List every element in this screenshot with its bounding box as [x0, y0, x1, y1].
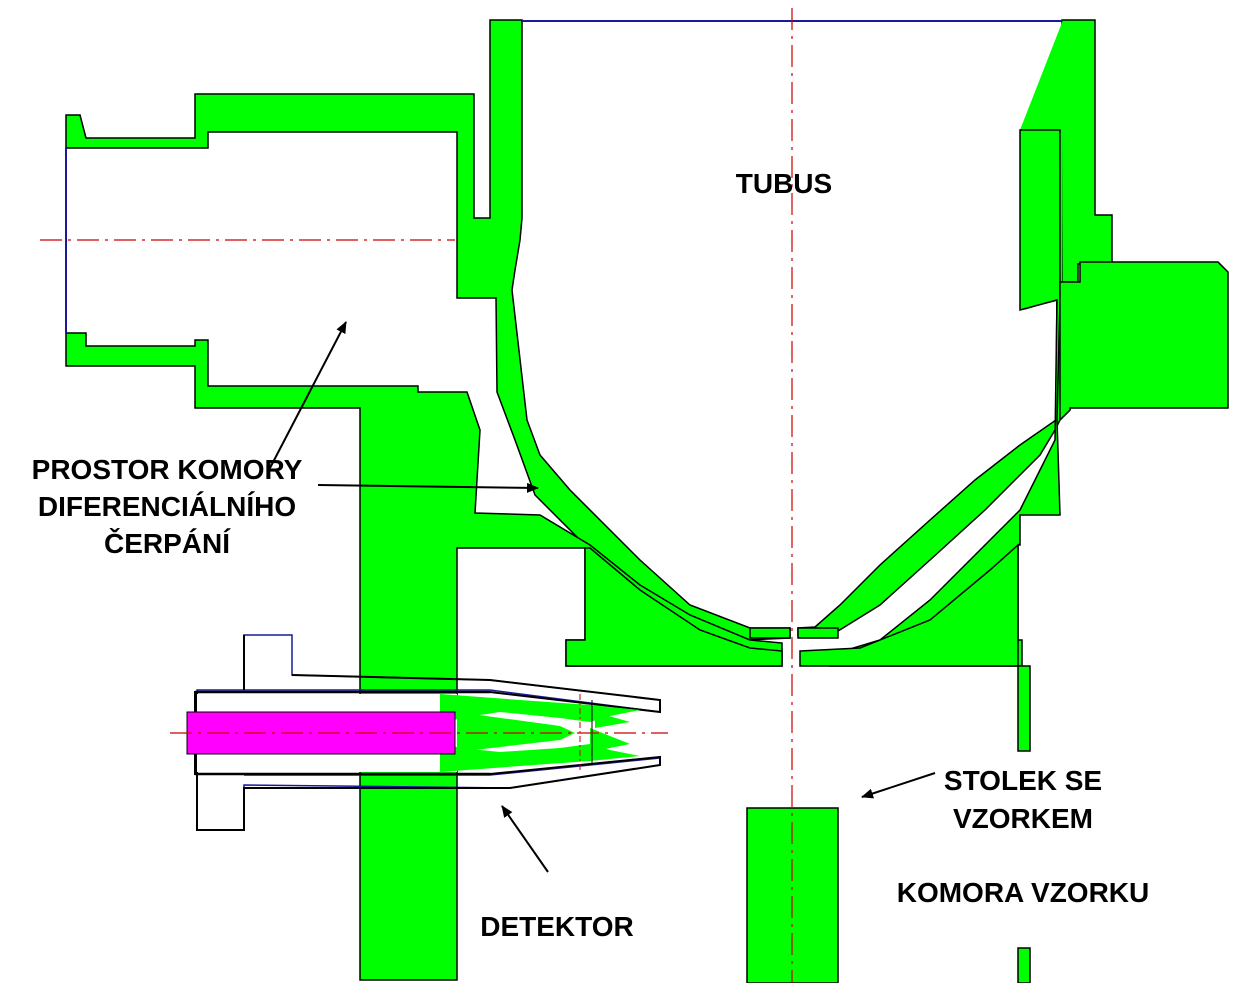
label-stage-line-1: STOLEK SE	[944, 765, 1102, 796]
lower-flange-lip	[65, 332, 783, 981]
labels: TUBUS PROSTOR KOMORY DIFERENCIÁLNÍHO ČER…	[32, 168, 1150, 942]
tubus-side-port	[1059, 261, 1229, 422]
axis-lines	[40, 8, 793, 983]
label-stage-line-2: VZORKEM	[953, 803, 1093, 834]
label-detector: DETEKTOR	[480, 911, 634, 942]
detector-collimator-top	[440, 694, 640, 725]
specimen-chamber-wall-upper	[1017, 665, 1031, 752]
label-chamber-line-1: PROSTOR KOMORY	[32, 454, 303, 485]
pointer-arrows	[269, 321, 936, 873]
upper-flange-lip	[65, 19, 791, 641]
label-chamber-line-3: ČERPÁNÍ	[104, 527, 231, 559]
arrow-detector	[501, 805, 549, 873]
label-chamber-line-2: DIFERENCIÁLNÍHO	[38, 491, 296, 522]
label-tubus: TUBUS	[736, 168, 832, 199]
detector-tip	[590, 712, 630, 752]
arrow-chamber-up	[269, 321, 347, 469]
detector-core-cone	[457, 712, 575, 752]
tubus-pole-piece	[749, 627, 839, 639]
tubus-lower-aperture	[565, 543, 1019, 667]
arrow-stage	[861, 772, 936, 799]
specimen-chamber-wall-lower	[1017, 947, 1031, 983]
arrow-chamber-right	[317, 482, 539, 493]
label-specimen-chamber: KOMORA VZORKU	[897, 877, 1150, 908]
differential-chamber-body	[65, 19, 791, 981]
tubus-body	[522, 19, 1229, 667]
